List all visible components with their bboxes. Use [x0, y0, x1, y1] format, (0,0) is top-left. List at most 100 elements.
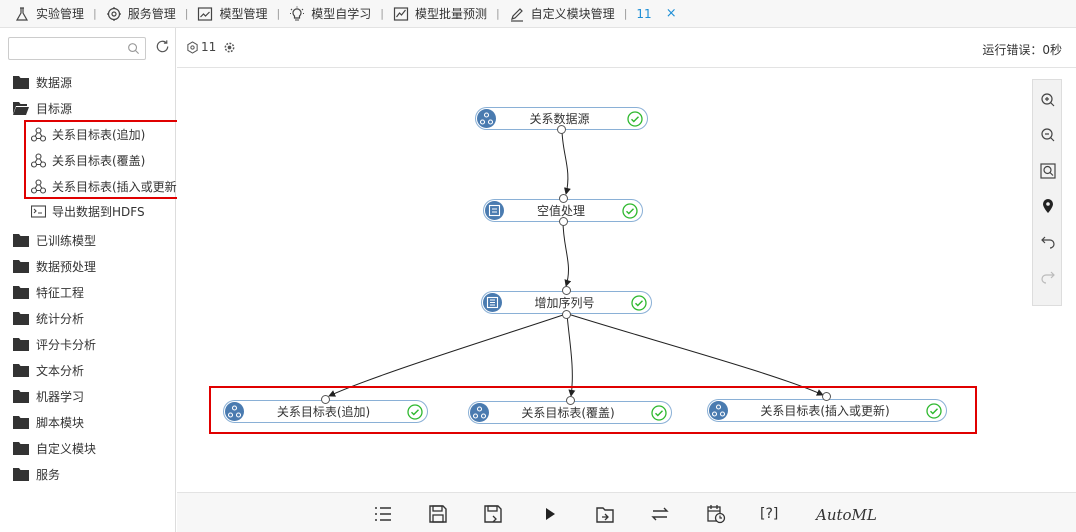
node-icon: [470, 403, 489, 422]
tree-folder-scorecard-analysis[interactable]: 评分卡分析: [13, 334, 96, 354]
automl-button[interactable]: AutoML: [816, 506, 877, 524]
save-button[interactable]: [428, 504, 448, 524]
nodes-icon: [31, 126, 46, 142]
tree-item-export-hdfs[interactable]: 导出数据到HDFS: [31, 201, 145, 221]
tree-item-relational-target-upsert[interactable]: 关系目标表(插入或更新: [31, 176, 177, 196]
tree-folder-feature-engineering[interactable]: 特征工程: [13, 282, 84, 302]
nodes-icon: [228, 405, 241, 418]
search-icon[interactable]: [127, 42, 140, 55]
tree-label: 统计分析: [36, 311, 85, 326]
node-icon: [225, 402, 244, 421]
edge-seq-to-overwrite: [566, 313, 576, 397]
folder-icon: [13, 312, 29, 325]
tab-separator: |: [380, 7, 384, 20]
tree-label: 已训练模型: [36, 233, 97, 248]
folder-icon: [13, 338, 29, 351]
node-icon: [477, 109, 496, 128]
location-pin-icon[interactable]: [1040, 198, 1056, 214]
tab-model-batch-prediction[interactable]: 模型批量预测: [393, 5, 487, 22]
sidebar-highlight-box: [24, 120, 186, 199]
gear-icon[interactable]: [223, 41, 236, 54]
folder-icon: [13, 234, 29, 247]
success-check-icon: [407, 404, 423, 420]
chart-box-icon: [198, 6, 213, 21]
output-port[interactable]: [559, 217, 568, 226]
tab-model-self-learning[interactable]: 模型自学习: [289, 5, 371, 22]
bottom-toolbar: [?] AutoML: [177, 492, 1076, 532]
success-check-icon: [631, 295, 647, 311]
edge-null-to-seq: [562, 220, 572, 287]
close-tab-icon[interactable]: ×: [665, 6, 677, 21]
node-relational-target-upsert[interactable]: 关系目标表(插入或更新): [707, 399, 947, 422]
node-relational-source[interactable]: 关系数据源: [475, 107, 648, 130]
tree-folder-data-source[interactable]: 数据源: [13, 72, 72, 92]
tab-experiment-management[interactable]: 实验管理: [14, 5, 84, 22]
tree-item-relational-target-overwrite[interactable]: 关系目标表(覆盖): [31, 150, 145, 170]
folder-icon: [13, 286, 29, 299]
tree-folder-custom-modules[interactable]: 自定义模块: [13, 438, 96, 458]
nodes-icon: [473, 406, 486, 419]
database-icon: [480, 112, 493, 125]
hdfs-export-icon: [31, 204, 46, 218]
save-as-button[interactable]: [483, 504, 503, 524]
input-port[interactable]: [566, 396, 575, 405]
sequence-icon: [486, 296, 499, 309]
tree-folder-machine-learning[interactable]: 机器学习: [13, 386, 84, 406]
refresh-icon[interactable]: [154, 38, 171, 55]
flask-icon: [15, 6, 29, 21]
tab-custom-module-management[interactable]: 自定义模块管理: [509, 5, 615, 22]
calendar-clock-icon: [707, 505, 726, 524]
tree-label: 关系目标表(覆盖): [52, 153, 146, 168]
tree-folder-script-modules[interactable]: 脚本模块: [13, 412, 84, 432]
export-button[interactable]: [595, 504, 615, 524]
tab-service-management[interactable]: 服务管理: [106, 5, 176, 22]
zoom-out-icon[interactable]: [1040, 127, 1056, 143]
folder-icon: [13, 390, 29, 403]
folder-icon: [13, 364, 29, 377]
node-label: 关系目标表(覆盖): [521, 406, 615, 420]
tree-folder-services[interactable]: 服务: [13, 464, 60, 484]
search-input[interactable]: [9, 38, 121, 59]
input-port[interactable]: [321, 395, 330, 404]
tree-folder-target-source[interactable]: 目标源: [13, 98, 72, 118]
tab-separator: |: [623, 7, 628, 20]
tree-label: 关系目标表(追加): [52, 127, 146, 142]
filter-icon: [488, 204, 501, 217]
tree-folder-statistical-analysis[interactable]: 统计分析: [13, 308, 84, 328]
list-icon: [375, 507, 391, 521]
save-as-icon: [484, 505, 502, 523]
tree-item-relational-target-append[interactable]: 关系目标表(追加): [31, 124, 145, 144]
tree-folder-data-preprocessing[interactable]: 数据预处理: [13, 256, 96, 276]
output-port[interactable]: [557, 125, 566, 134]
zoom-in-icon[interactable]: [1040, 92, 1056, 108]
tab-model-management[interactable]: 模型管理: [197, 5, 267, 22]
success-check-icon: [622, 203, 638, 219]
schedule-button[interactable]: [706, 504, 726, 524]
tree-folder-trained-models[interactable]: 已训练模型: [13, 230, 96, 250]
tab-label: 自定义模块管理: [530, 7, 615, 21]
help-button[interactable]: [?]: [760, 506, 779, 522]
undo-icon[interactable]: [1040, 233, 1056, 249]
tab-label: 11: [636, 6, 652, 21]
module-sidebar: 数据源 目标源 关系目标表(追加) 关系目标表(覆盖) 关系目标表(插入或更新 …: [0, 28, 186, 532]
tree-label: 关系目标表(插入或更新: [52, 179, 177, 194]
success-check-icon: [926, 403, 942, 419]
input-port[interactable]: [559, 194, 568, 203]
redo-icon[interactable]: [1040, 268, 1056, 284]
tree-label: 机器学习: [36, 389, 85, 404]
workflow-canvas[interactable]: 关系数据源 空值处理 增加序列号 关系目标表(追加): [177, 69, 1076, 492]
node-relational-target-overwrite[interactable]: 关系目标表(覆盖): [468, 401, 672, 424]
fit-view-icon[interactable]: [1040, 163, 1056, 179]
swap-button[interactable]: [650, 504, 670, 524]
run-button[interactable]: [540, 504, 560, 524]
swap-icon: [651, 507, 669, 521]
input-port[interactable]: [822, 392, 831, 401]
tab-experiment-11[interactable]: 11: [636, 7, 651, 21]
list-button[interactable]: [373, 504, 393, 524]
node-label: 关系目标表(追加): [276, 405, 371, 419]
tree-folder-text-analysis[interactable]: 文本分析: [13, 360, 84, 380]
zoom-control-panel: [1032, 79, 1062, 306]
output-port[interactable]: [562, 310, 571, 319]
input-port[interactable]: [562, 286, 571, 295]
node-label: 关系目标表(插入或更新): [760, 404, 890, 418]
